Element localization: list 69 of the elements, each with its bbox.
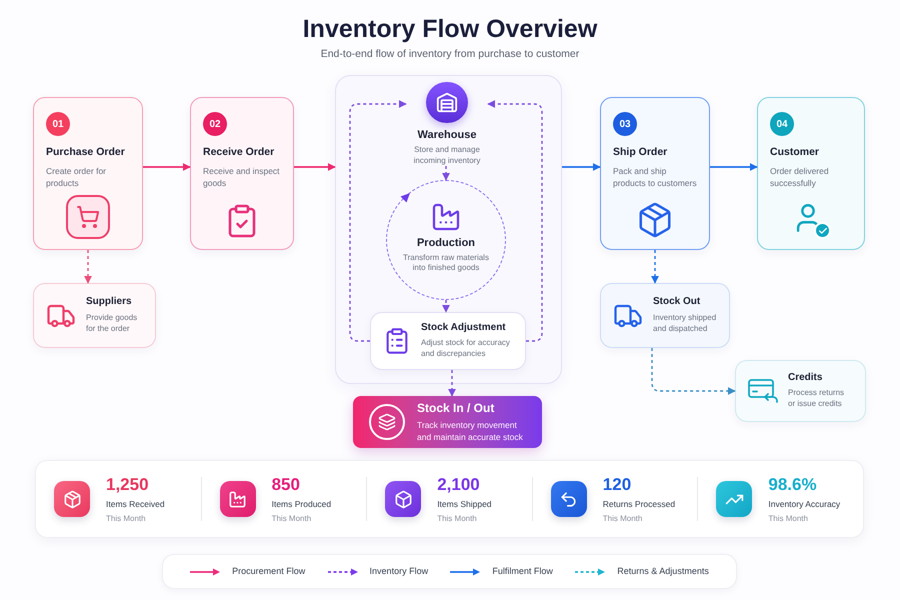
stat-value: 850 (272, 474, 301, 496)
node-title: Stock Adjustment (421, 322, 507, 334)
stat-value: 1,250 (106, 474, 150, 496)
stat-label: Inventory Accuracy (768, 499, 840, 510)
card-description: Pack and ship products to customers (613, 165, 697, 190)
arrow (442, 166, 450, 181)
node-description: Provide goods for the order (86, 312, 138, 335)
stat-period: This Month (106, 514, 147, 524)
diagram-title: Inventory Flow Overview (302, 14, 598, 45)
arrow (562, 163, 601, 171)
node-description: Store and manage incoming inventory (412, 145, 482, 166)
stat-value: 120 (602, 474, 632, 496)
legend-label: Fulfilment Flow (492, 564, 553, 578)
node-description: Inventory shipped and dispatched (653, 312, 717, 335)
arrow (651, 348, 736, 395)
arrow (487, 100, 543, 342)
node-title: Credits (788, 372, 824, 384)
summary-banner (353, 396, 542, 448)
step-card (757, 97, 865, 250)
stat-label: Returns Processed (602, 499, 676, 510)
stat-period: This Month (272, 514, 312, 524)
node-title: Stock In / Out (417, 401, 496, 416)
arrow (442, 300, 450, 313)
stat-label: Items Produced (272, 499, 332, 510)
legend-label: Inventory Flow (370, 564, 428, 578)
card-title: Customer (770, 146, 820, 160)
subtitle: End-to-end flow of inventory from purchase to customer (320, 48, 580, 62)
node-title: Suppliers (86, 296, 133, 309)
stat-value: 98.6% (768, 474, 818, 496)
arrow (349, 100, 407, 342)
node-description: Adjust stock for accuracy and discrepancies (421, 338, 511, 360)
node-title: Stock Out (653, 296, 702, 309)
stat-period: This Month (768, 514, 809, 524)
node-description: Transform raw materials into finished goods (402, 252, 490, 274)
arrow (448, 370, 456, 397)
arrow (84, 250, 92, 284)
node-description: Track inventory movement and maintain accurate stock (417, 420, 524, 443)
step-card (33, 97, 143, 250)
stat-period: This Month (437, 514, 478, 524)
info-card (735, 360, 866, 422)
card-description: Receive and inspect goods (203, 165, 281, 190)
card-title: Receive Order (203, 146, 276, 160)
arrow (294, 163, 336, 171)
card-description: Order delivered successfully (770, 165, 830, 190)
stat-period: This Month (602, 514, 644, 524)
stat-label: Items Received (106, 499, 165, 510)
card-title: Purchase Order (46, 146, 126, 160)
node-title: Production (416, 237, 476, 251)
step-number: 01 (46, 112, 70, 136)
card-title: Ship Order (613, 146, 668, 160)
stat-label: Items Shipped (437, 499, 492, 510)
node-description: Process returns or issue credits (788, 388, 846, 410)
info-card (370, 312, 526, 370)
arrow (710, 163, 758, 171)
card-description: Create order for products (46, 165, 107, 190)
container-panel (335, 75, 562, 384)
legend-label: Procurement Flow (232, 564, 306, 578)
step-card (600, 97, 710, 250)
step-card (190, 97, 294, 250)
step-number: 04 (770, 112, 794, 136)
step-number: 03 (613, 112, 637, 136)
info-card (600, 283, 730, 348)
arrow (143, 163, 191, 171)
node-title: Warehouse (418, 129, 476, 144)
arrow (651, 250, 659, 284)
step-number: 02 (203, 112, 227, 136)
info-card (33, 283, 156, 348)
stat-value: 2,100 (437, 474, 481, 496)
legend-label: Returns & Adjustments (617, 564, 709, 578)
